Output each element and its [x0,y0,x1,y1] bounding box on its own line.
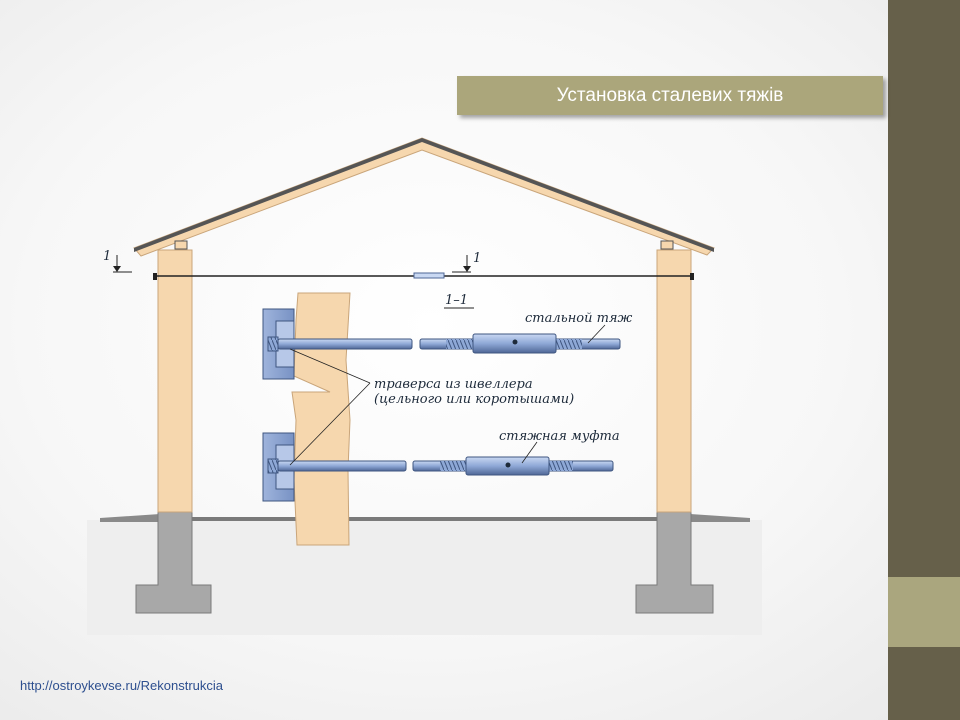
steel-rod-installation-diagram: 1 1 1–1 стальной тяж траверса из швеллер… [87,137,762,635]
thread-lower-left [440,461,466,471]
section-arrowhead-left [113,266,121,272]
tie-rod-anchor-right [690,273,694,280]
wall-left [157,249,193,513]
label-tension-coupling: стяжная муфта [499,429,620,444]
ground-edge-left [100,514,160,522]
steel-rod-lower-left [277,460,407,472]
label-steel-rod: стальной тяж [525,311,633,326]
thread-upper-left [446,339,474,349]
mauerlat-left [174,240,188,250]
nut-lower [267,458,279,474]
slide-title-bar: Установка сталевих тяжів [457,76,883,115]
wall-section [291,292,351,546]
section-mark-right: 1 [473,251,481,266]
leader-coupling [521,441,538,464]
nut-upper [267,336,279,352]
sidebar-accent-block [888,577,960,647]
label-channel-crossbar-note: (цельного или коротышами) [374,392,574,407]
section-arrowhead-right [463,266,471,272]
roof-covering [134,138,714,252]
thread-upper-right [556,339,582,349]
wall-right [656,249,692,513]
foundation-right [635,511,714,614]
coupling-hole-upper [512,339,518,345]
foundation-left [135,511,212,614]
section-mark-left: 1 [103,249,111,264]
thread-lower-right [549,461,573,471]
leader-crossbar-upper [289,348,371,384]
tie-rod-anchor-left [153,273,157,280]
section-title: 1–1 [445,293,468,308]
source-link[interactable]: http://ostroykevse.ru/Rekonstrukcia [20,678,224,693]
mauerlat-right [660,240,674,250]
coupling-hole-lower [505,462,511,468]
tie-rod-coupling-elevation [413,272,445,279]
ground-edge-right [690,514,750,522]
label-channel-crossbar: траверса из швеллера [374,377,533,392]
slide-title: Установка сталевих тяжів [556,84,784,106]
leader-steel-rod [587,324,606,344]
leader-crossbar-lower [289,382,371,466]
steel-rod-upper-left [277,338,413,350]
ground [87,520,762,635]
roof-rafters [133,137,715,257]
